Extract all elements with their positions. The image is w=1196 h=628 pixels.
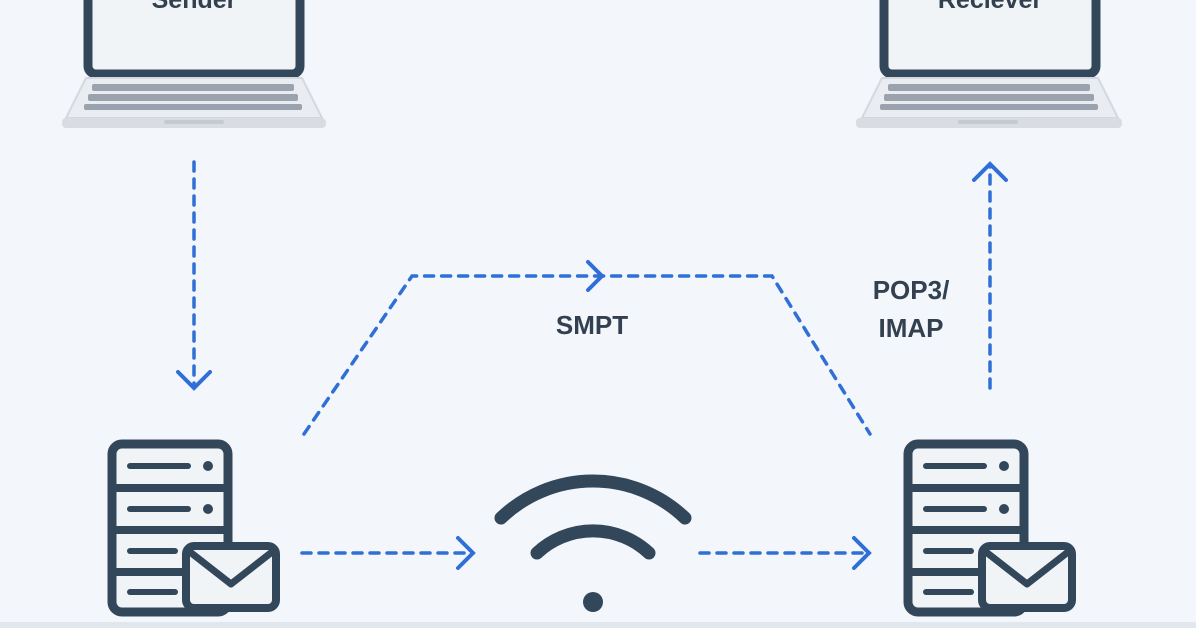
sender-laptop-icon: Sender — [62, 0, 326, 128]
pop3-imap-label-line1: POP3/ — [873, 275, 950, 305]
network-to-receiver-server-arrow — [698, 536, 872, 570]
smtp-arrow — [302, 260, 872, 436]
sender-mail-server-icon — [107, 439, 280, 617]
receiver-laptop-icon: Reciever — [856, 0, 1122, 128]
sender-label: Sender — [152, 0, 237, 14]
receiver-label: Reciever — [938, 0, 1043, 14]
sender-down-arrow — [176, 160, 212, 391]
receiver-mail-server-icon — [903, 439, 1076, 617]
pop3-imap-up-arrow — [972, 161, 1008, 390]
envelope-icon — [978, 542, 1076, 612]
sender-server-to-network-arrow — [300, 536, 476, 570]
envelope-icon — [182, 542, 280, 612]
wifi-icon — [494, 474, 692, 612]
smtp-label: SMPT — [556, 310, 628, 340]
pop3-imap-label-line2: IMAP — [879, 313, 944, 343]
